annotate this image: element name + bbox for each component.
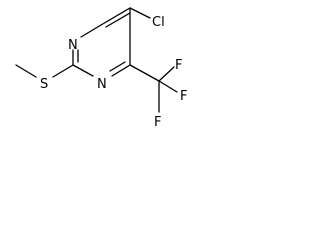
chlorine-label: Cl bbox=[152, 15, 165, 30]
fluorine-right-label: F bbox=[180, 89, 187, 104]
bond-c6-c5 bbox=[100, 7, 131, 26]
bond-cf3-f-right bbox=[158, 80, 178, 93]
bond-c4-cf3 bbox=[129, 64, 160, 82]
nitrogen-3-label: N bbox=[97, 77, 107, 92]
bond-c4-n3 bbox=[111, 64, 131, 77]
bond-s-ch3 bbox=[15, 64, 37, 78]
bond-cf3-f-top bbox=[158, 66, 175, 82]
bond-n1-c6 bbox=[80, 24, 102, 38]
fluorine-top-label: F bbox=[175, 58, 182, 73]
sulfur-label: S bbox=[40, 77, 48, 92]
bond-n3-c2 bbox=[72, 64, 94, 77]
bond-c6-c5-double bbox=[105, 12, 131, 28]
nitrogen-1-label: N bbox=[68, 38, 78, 53]
fluorine-bottom-label: F bbox=[154, 115, 161, 130]
bond-c2-s bbox=[52, 64, 74, 78]
bond-c4-n3-double bbox=[109, 61, 126, 72]
chemical-structure: Cl N N S F F F bbox=[15, 7, 187, 130]
bond-c5-cl bbox=[129, 7, 151, 19]
